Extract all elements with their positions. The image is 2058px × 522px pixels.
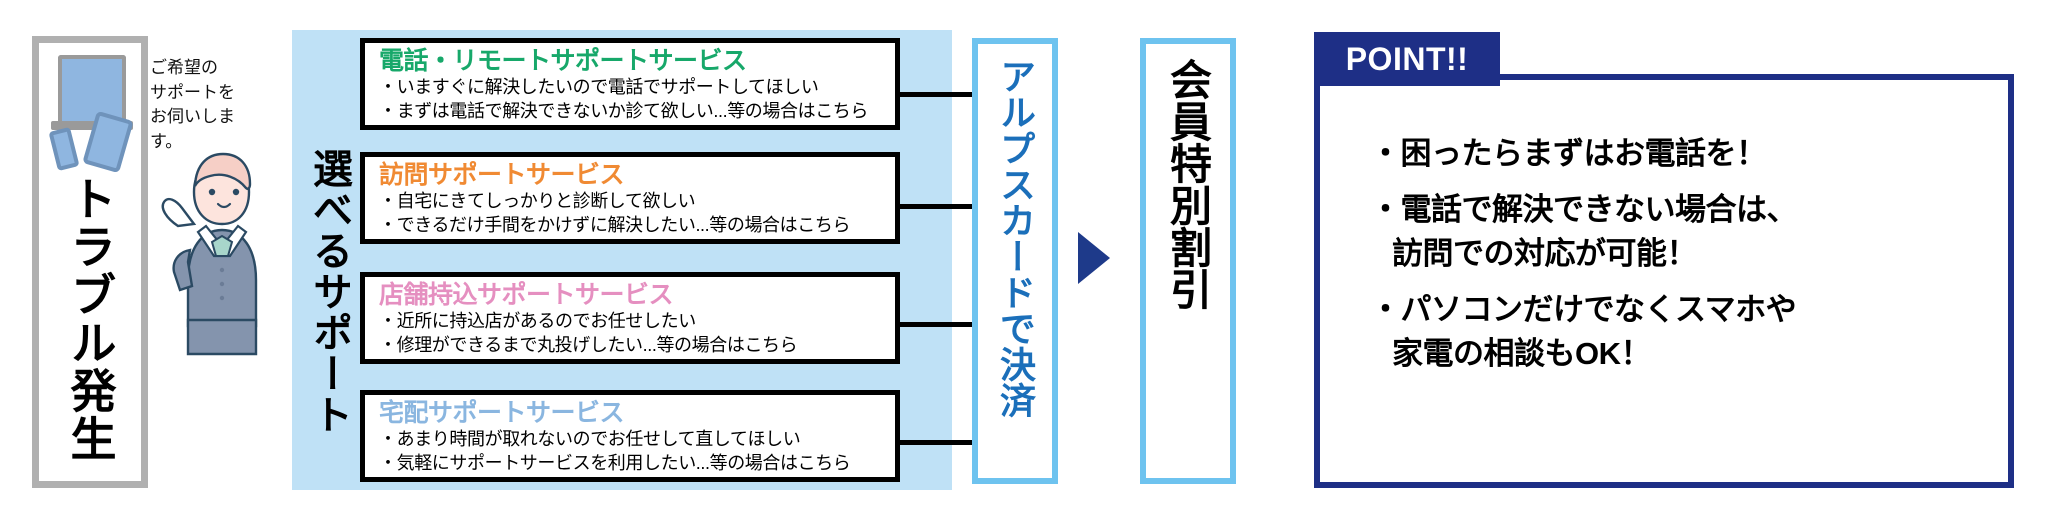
point-item-continuation: 家電の相談もOK！ xyxy=(1392,336,1652,372)
service-card-delivery[interactable]: 宅配サポートサービス ・あまり時間が取れないのでお任せして直してほしい ・気軽に… xyxy=(360,390,900,482)
point-box xyxy=(1314,74,2014,488)
trouble-panel-label: トラブル発生 xyxy=(64,175,117,463)
point-tab-label: POINT!! xyxy=(1345,40,1469,77)
laptop-icon xyxy=(58,55,126,121)
point-tab: POINT!! xyxy=(1314,32,1500,86)
choose-support-label: 選べるサポート xyxy=(307,148,351,435)
service-card-bullet: ・いますぐに解決したいので電話でサポートしてほしい xyxy=(379,76,819,97)
point-list-item: ・パソコンだけでなくスマホや 家電の相談もOK！ xyxy=(1370,288,2000,376)
alps-card-payment-column: アルプスカードで決済 xyxy=(972,38,1058,484)
service-card-title: 店舗持込サポートサービス xyxy=(379,281,674,309)
point-item-continuation: 訪問での対応が可能！ xyxy=(1392,236,1698,272)
greeting-line-2: サポートを xyxy=(150,82,235,102)
support-staff-illustration xyxy=(161,152,258,356)
point-list-item: ・電話で解決できない場合は、 訪問での対応が可能！ xyxy=(1370,188,2000,276)
trouble-panel: トラブル発生 xyxy=(32,36,148,488)
service-card-title: 電話・リモートサポートサービス xyxy=(379,47,747,75)
service-card-bullet: ・近所に持込店があるのでお任せしたい xyxy=(379,310,696,331)
service-card-store-dropoff[interactable]: 店舗持込サポートサービス ・近所に持込店があるのでお任せしたい ・修理ができるま… xyxy=(360,272,900,364)
greeting-line-1: ご希望の xyxy=(150,58,218,77)
point-item-main: ・パソコンだけでなくスマホや xyxy=(1370,292,1797,328)
service-card-title: 訪問サポートサービス xyxy=(379,161,625,189)
point-list-item: ・困ったらまずはお電話を！ xyxy=(1370,132,2000,176)
alps-card-payment-label: アルプスカードで決済 xyxy=(995,58,1036,418)
member-discount-label: 会員特別割引 xyxy=(1164,58,1212,310)
service-card-phone-remote[interactable]: 電話・リモートサポートサービス ・いますぐに解決したいので電話でサポートしてほし… xyxy=(360,38,900,130)
service-card-bullet: ・まずは電話で解決できないか診て欲しい...等の場合はこちら xyxy=(379,100,869,121)
connector-line xyxy=(900,440,974,445)
point-list: ・困ったらまずはお電話を！ ・電話で解決できない場合は、 訪問での対応が可能！ … xyxy=(1370,132,2000,388)
connector-line xyxy=(900,92,974,97)
service-card-onsite-visit[interactable]: 訪問サポートサービス ・自宅にきてしっかりと診断して欲しい ・できるだけ手間をか… xyxy=(360,152,900,244)
service-card-bullet: ・気軽にサポートサービスを利用したい...等の場合はこちら xyxy=(379,452,851,473)
service-card-bullet: ・自宅にきてしっかりと診断して欲しい xyxy=(379,190,696,211)
member-discount-column: 会員特別割引 xyxy=(1140,38,1236,484)
device-illustration-group xyxy=(39,43,141,174)
service-card-title: 宅配サポートサービス xyxy=(379,399,625,427)
point-item-main: ・電話で解決できない場合は、 xyxy=(1370,192,1798,228)
connector-line xyxy=(900,204,974,209)
flow-arrow-icon xyxy=(1078,232,1110,284)
service-card-bullet: ・修理ができるまで丸投げしたい...等の場合はこちら xyxy=(379,334,798,355)
smartphone-icon xyxy=(48,126,80,172)
greeting-text: ご希望の サポートを お伺いします。 xyxy=(150,56,262,155)
service-card-bullet: ・できるだけ手間をかけずに解決したい...等の場合はこちら xyxy=(379,214,851,235)
point-item-main: ・困ったらまずはお電話を！ xyxy=(1370,136,1767,171)
greeting-line-3: お伺いします。 xyxy=(150,107,235,151)
service-card-bullet: ・あまり時間が取れないのでお任せして直してほしい xyxy=(379,428,801,449)
connector-line xyxy=(900,322,974,327)
